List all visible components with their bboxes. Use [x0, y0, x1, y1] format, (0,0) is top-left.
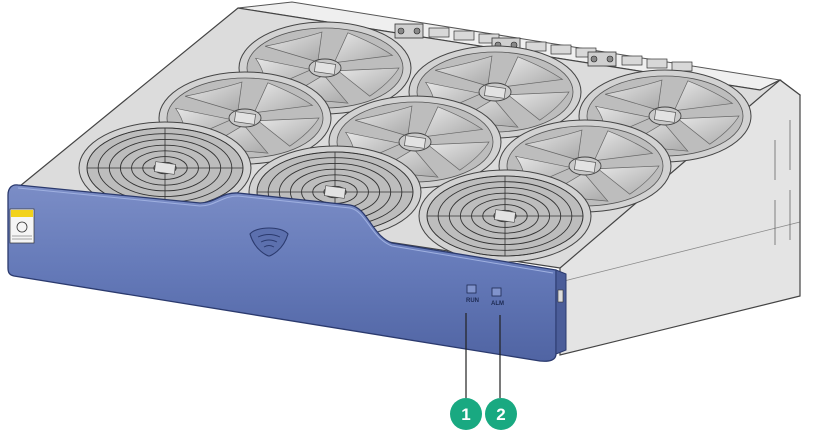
captive-screw — [557, 289, 564, 303]
side-vents — [774, 120, 791, 245]
panel-handle-emblem — [249, 227, 289, 257]
fan-unit — [78, 121, 252, 215]
front-panel-body — [7, 184, 557, 362]
callout-1-number: 1 — [461, 405, 470, 424]
callout-2-badge — [485, 398, 517, 430]
connector-cluster — [394, 23, 500, 44]
led-alm: ALM — [491, 287, 504, 307]
led-run: RUN — [466, 284, 479, 304]
fan-unit — [418, 169, 592, 263]
fan-unit — [578, 69, 752, 163]
callout-2: 2 — [485, 315, 517, 430]
chassis-side-wall — [559, 79, 801, 356]
led-alm-label: ALM — [491, 301, 504, 307]
front-panel: RUN ALM — [7, 184, 567, 362]
connector-cluster — [587, 51, 693, 72]
rear-connectors — [394, 23, 693, 72]
callout-2-number: 2 — [496, 405, 505, 424]
callout-1: 1 — [450, 313, 482, 430]
led-run-label: RUN — [466, 298, 479, 304]
front-panel-endcap — [555, 269, 567, 355]
callout-1-badge — [450, 398, 482, 430]
warning-label — [9, 208, 35, 244]
